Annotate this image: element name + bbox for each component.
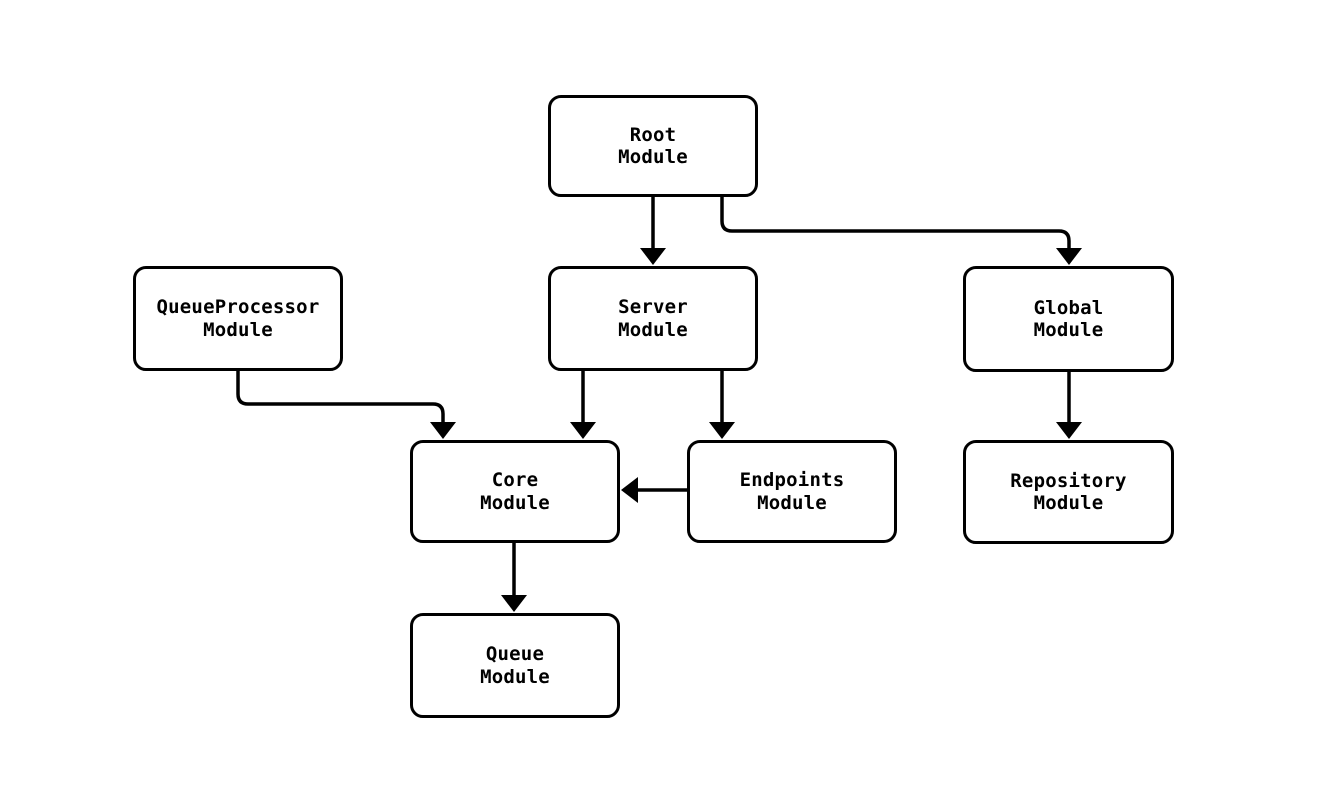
arrowhead-queueprocessor-to-core xyxy=(430,422,456,439)
node-core-module-label: Core Module xyxy=(480,469,550,514)
node-server-module-label: Server Module xyxy=(618,296,688,341)
node-endpoints-module[interactable]: Endpoints Module xyxy=(687,440,897,543)
node-queueprocessor-module-label: QueueProcessor Module xyxy=(156,296,320,341)
arrowhead-endpoints-to-core xyxy=(621,477,638,503)
arrowhead-global-to-repository xyxy=(1056,422,1082,439)
arrowhead-core-to-queue xyxy=(501,595,527,612)
node-endpoints-module-label: Endpoints Module xyxy=(739,469,845,514)
node-root-module[interactable]: Root Module xyxy=(548,95,758,197)
node-queueprocessor-module[interactable]: QueueProcessor Module xyxy=(133,266,343,371)
arrowhead-root-to-global xyxy=(1056,248,1082,265)
arrowhead-root-to-server xyxy=(640,248,666,265)
arrowhead-server-to-endpoints xyxy=(709,422,735,439)
node-root-module-label: Root Module xyxy=(618,123,688,168)
node-server-module[interactable]: Server Module xyxy=(548,266,758,371)
node-queue-module-label: Queue Module xyxy=(480,643,550,688)
node-global-module[interactable]: Global Module xyxy=(963,266,1174,372)
edge-queueprocessor-to-core xyxy=(236,371,445,422)
node-repository-module-label: Repository Module xyxy=(1010,469,1127,514)
node-global-module-label: Global Module xyxy=(1033,296,1104,341)
arrowhead-server-to-core xyxy=(570,422,596,439)
edge-root-to-global xyxy=(720,197,1071,248)
node-queue-module[interactable]: Queue Module xyxy=(410,613,620,718)
node-core-module[interactable]: Core Module xyxy=(410,440,620,543)
node-repository-module[interactable]: Repository Module xyxy=(963,440,1174,544)
